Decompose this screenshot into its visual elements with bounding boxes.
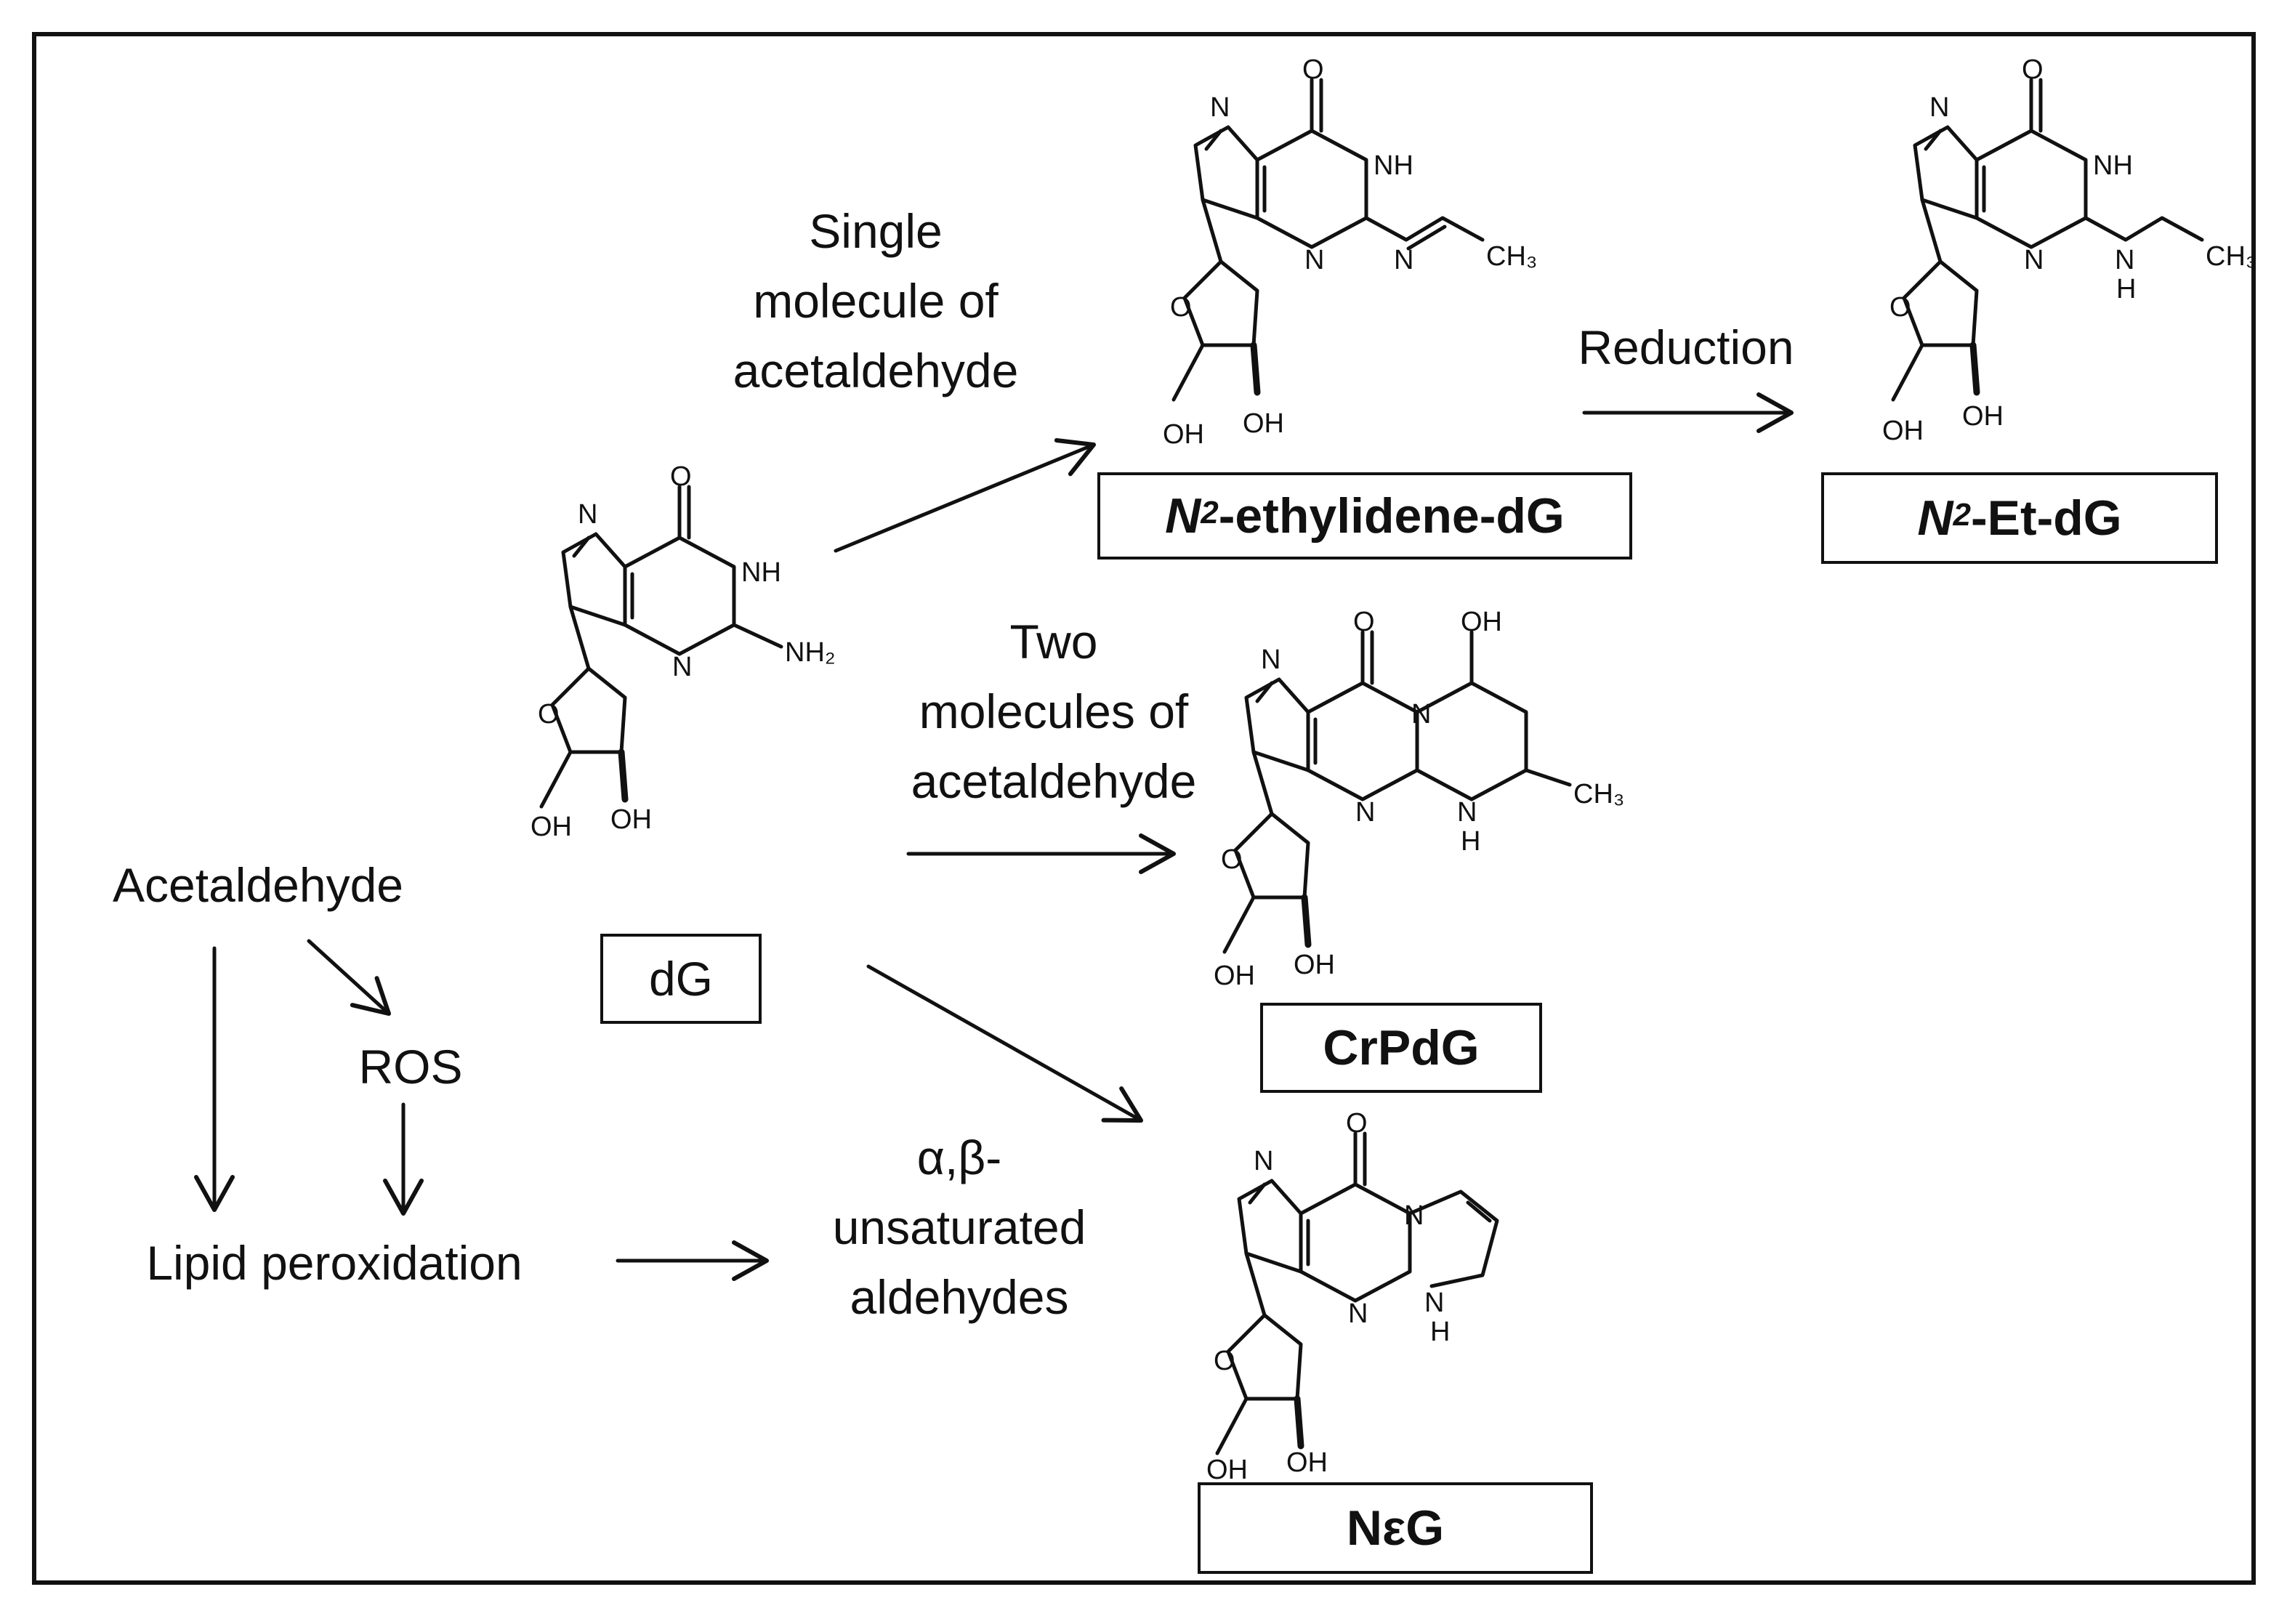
svg-text:N: N xyxy=(1254,1146,1273,1176)
svg-text:N: N xyxy=(1404,1200,1424,1231)
svg-text:N: N xyxy=(1424,1288,1444,1318)
svg-text:OH: OH xyxy=(610,804,652,835)
svg-text:OH: OH xyxy=(1214,961,1255,991)
svg-text:N: N xyxy=(2115,245,2134,275)
svg-text:O: O xyxy=(1889,292,1911,323)
crpdg-structure: O OH N N N N H CH₃ O OH OH xyxy=(1214,607,1624,991)
arrow-dg-to-neg xyxy=(866,964,1143,1123)
svg-text:N: N xyxy=(1355,797,1375,828)
svg-text:N: N xyxy=(2024,245,2044,275)
svg-text:OH: OH xyxy=(1461,607,1502,637)
svg-text:CH₃: CH₃ xyxy=(2206,241,2256,272)
neg-box: NεG xyxy=(1198,1482,1593,1574)
figure-frame xyxy=(32,32,2256,1585)
ros-label: ROS xyxy=(358,1040,463,1094)
svg-text:N: N xyxy=(1348,1298,1368,1329)
neg-structure: O N N N N H O OH OH xyxy=(1206,1108,1499,1485)
arrow-dg-to-ethylidene xyxy=(834,437,1096,553)
svg-text:N: N xyxy=(578,499,597,530)
arrow-acetaldehyde-to-ros xyxy=(307,939,391,1016)
et-dg-structure: O N NH N N H CH₃ O OH OH xyxy=(1882,54,2256,446)
ethylidene-n: N xyxy=(1165,488,1201,544)
svg-text:N: N xyxy=(1457,797,1477,828)
svg-text:OH: OH xyxy=(1243,408,1284,439)
crpdg-box: CrPdG xyxy=(1260,1003,1542,1093)
svg-text:OH: OH xyxy=(531,812,572,842)
et-rest: -Et-dG xyxy=(1970,490,2122,546)
et-n: N xyxy=(1917,490,1953,546)
svg-text:O: O xyxy=(1214,1346,1235,1376)
svg-text:OH: OH xyxy=(1962,401,2004,432)
svg-text:O: O xyxy=(1302,54,1324,85)
reduction-label: Reduction xyxy=(1578,320,1794,374)
single-molecule-label: Single molecule of acetaldehyde xyxy=(733,204,1019,397)
svg-text:OH: OH xyxy=(1163,419,1204,450)
svg-text:N: N xyxy=(1394,245,1413,275)
svg-text:O: O xyxy=(538,699,560,730)
svg-text:N: N xyxy=(672,652,692,682)
svg-text:O: O xyxy=(670,461,692,492)
ethylidene-dg-structure: O N NH N N CH₃ O OH OH xyxy=(1163,54,1537,450)
two-molecules-label: Two molecules of acetaldehyde xyxy=(911,615,1197,808)
ethylidene-rest: -ethylidene-dG xyxy=(1218,488,1565,544)
svg-text:OH: OH xyxy=(1286,1447,1328,1478)
svg-text:H: H xyxy=(1461,826,1480,857)
svg-text:N: N xyxy=(1261,645,1280,675)
svg-text:NH: NH xyxy=(1374,150,1413,181)
svg-text:N: N xyxy=(1929,92,1949,123)
acetaldehyde-label: Acetaldehyde xyxy=(113,858,403,912)
lipid-peroxidation-label: Lipid peroxidation xyxy=(146,1236,523,1290)
dg-box: dG xyxy=(600,934,762,1024)
svg-text:OH: OH xyxy=(1206,1455,1248,1485)
svg-text:N: N xyxy=(1210,92,1230,123)
svg-text:NH: NH xyxy=(2093,150,2133,181)
svg-text:O: O xyxy=(2022,54,2044,85)
svg-text:O: O xyxy=(1353,607,1375,637)
svg-text:H: H xyxy=(1430,1317,1450,1347)
svg-text:O: O xyxy=(1346,1108,1368,1139)
svg-text:CH₃: CH₃ xyxy=(1486,241,1537,272)
svg-text:OH: OH xyxy=(1882,416,1924,446)
svg-text:NH: NH xyxy=(741,557,781,588)
svg-text:OH: OH xyxy=(1294,950,1335,980)
unsaturated-aldehydes-label: α,β- unsaturated aldehydes xyxy=(832,1131,1086,1324)
svg-text:H: H xyxy=(2116,274,2136,304)
svg-text:N: N xyxy=(1304,245,1324,275)
svg-text:CH₃: CH₃ xyxy=(1573,779,1624,809)
svg-text:NH₂: NH₂ xyxy=(785,637,836,668)
dg-structure: O N NH N NH₂ O OH OH xyxy=(531,461,836,842)
svg-text:N: N xyxy=(1411,699,1431,730)
svg-text:O: O xyxy=(1221,844,1243,875)
svg-text:O: O xyxy=(1170,292,1192,323)
